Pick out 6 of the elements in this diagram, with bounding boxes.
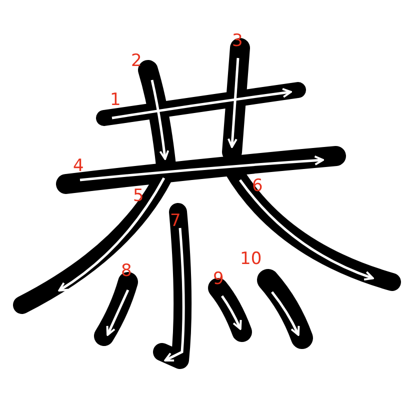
stroke-order-number: 2 (131, 53, 142, 70)
stroke-order-number: 7 (170, 213, 181, 230)
stroke-order-number: 10 (240, 251, 262, 268)
stroke-order-number: 1 (110, 92, 121, 109)
stroke-order-number: 5 (133, 188, 144, 205)
stroke-order-number: 4 (73, 158, 84, 175)
